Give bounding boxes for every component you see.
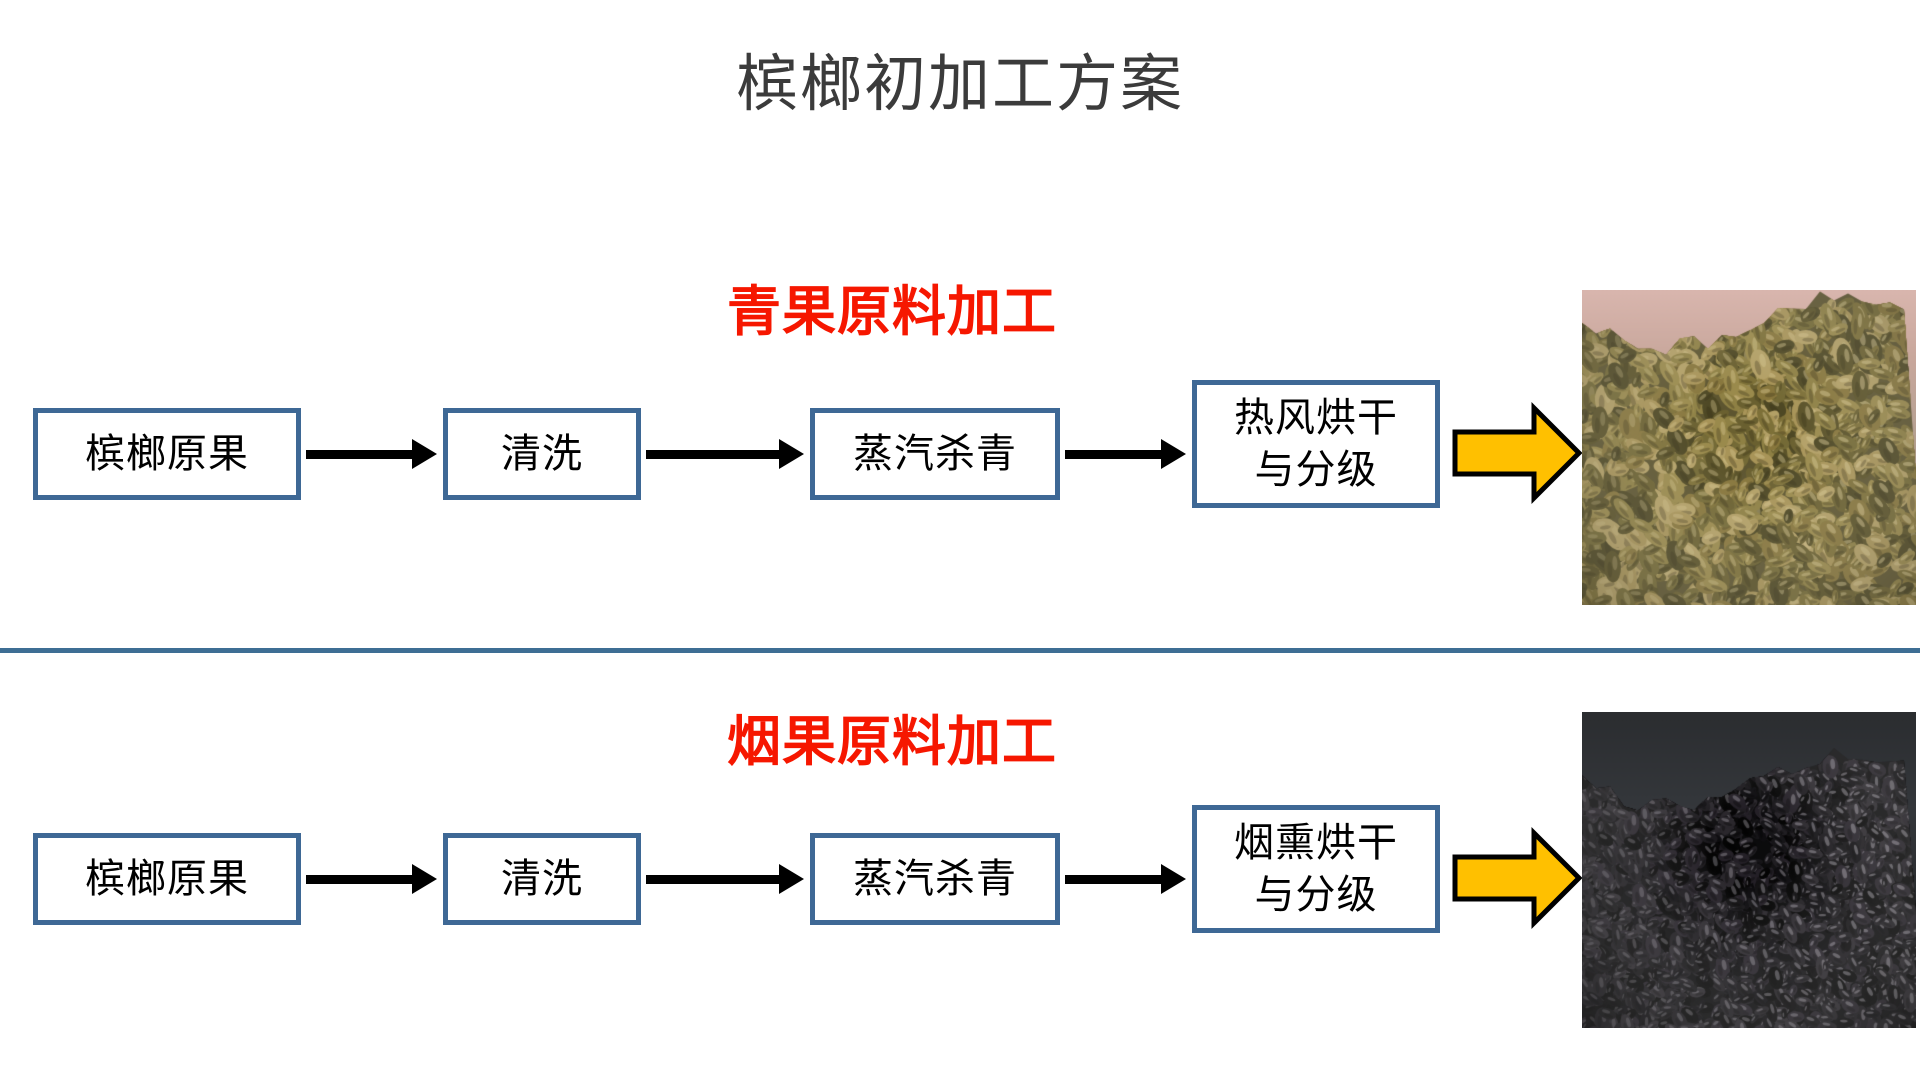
arrow-head-icon xyxy=(412,439,437,469)
arrow-head-icon xyxy=(412,864,437,894)
arrow-shaft xyxy=(1065,874,1162,884)
flow-step-smoked-1[interactable]: 槟榔原果 xyxy=(33,833,301,925)
flow-step-green-2[interactable]: 清洗 xyxy=(443,408,641,500)
arrow-head-icon xyxy=(1161,439,1186,469)
page-title: 槟榔初加工方案 xyxy=(735,50,1184,119)
arrow-shaft xyxy=(646,874,780,884)
smoked-black-areca-nuts-photo xyxy=(1582,712,1916,1028)
arrow-shaft xyxy=(646,449,780,459)
connector-arrow-green-1 xyxy=(306,424,437,484)
flow-row-green: 槟榔原果 清洗 蒸汽杀青 热风烘干 与分级 xyxy=(0,380,1920,580)
flow-step-smoked-2[interactable]: 清洗 xyxy=(443,833,641,925)
arrow-head-icon xyxy=(779,864,804,894)
arrow-head-icon xyxy=(1161,864,1186,894)
flow-step-green-1[interactable]: 槟榔原果 xyxy=(33,408,301,500)
connector-arrow-green-2 xyxy=(646,424,804,484)
flow-row-smoked: 槟榔原果 清洗 蒸汽杀青 烟熏烘干 与分级 xyxy=(0,805,1920,1005)
flow-step-green-4[interactable]: 热风烘干 与分级 xyxy=(1192,380,1440,508)
section-header-green: 青果原料加工 xyxy=(727,282,1057,342)
connector-arrow-green-3 xyxy=(1065,424,1186,484)
result-block-arrow-smoked xyxy=(1452,826,1582,930)
section-divider xyxy=(0,648,1920,653)
flow-step-green-3[interactable]: 蒸汽杀青 xyxy=(810,408,1060,500)
arrow-shaft xyxy=(306,874,413,884)
section-header-smoked: 烟果原料加工 xyxy=(727,712,1057,772)
arrow-shaft xyxy=(1065,449,1162,459)
connector-arrow-smoked-3 xyxy=(1065,849,1186,909)
flow-step-smoked-3[interactable]: 蒸汽杀青 xyxy=(810,833,1060,925)
result-block-arrow-green xyxy=(1452,401,1582,505)
connector-arrow-smoked-1 xyxy=(306,849,437,909)
arrow-shaft xyxy=(306,449,413,459)
dried-green-areca-nuts-photo xyxy=(1582,290,1916,605)
flow-step-smoked-4[interactable]: 烟熏烘干 与分级 xyxy=(1192,805,1440,933)
connector-arrow-smoked-2 xyxy=(646,849,804,909)
arrow-head-icon xyxy=(779,439,804,469)
